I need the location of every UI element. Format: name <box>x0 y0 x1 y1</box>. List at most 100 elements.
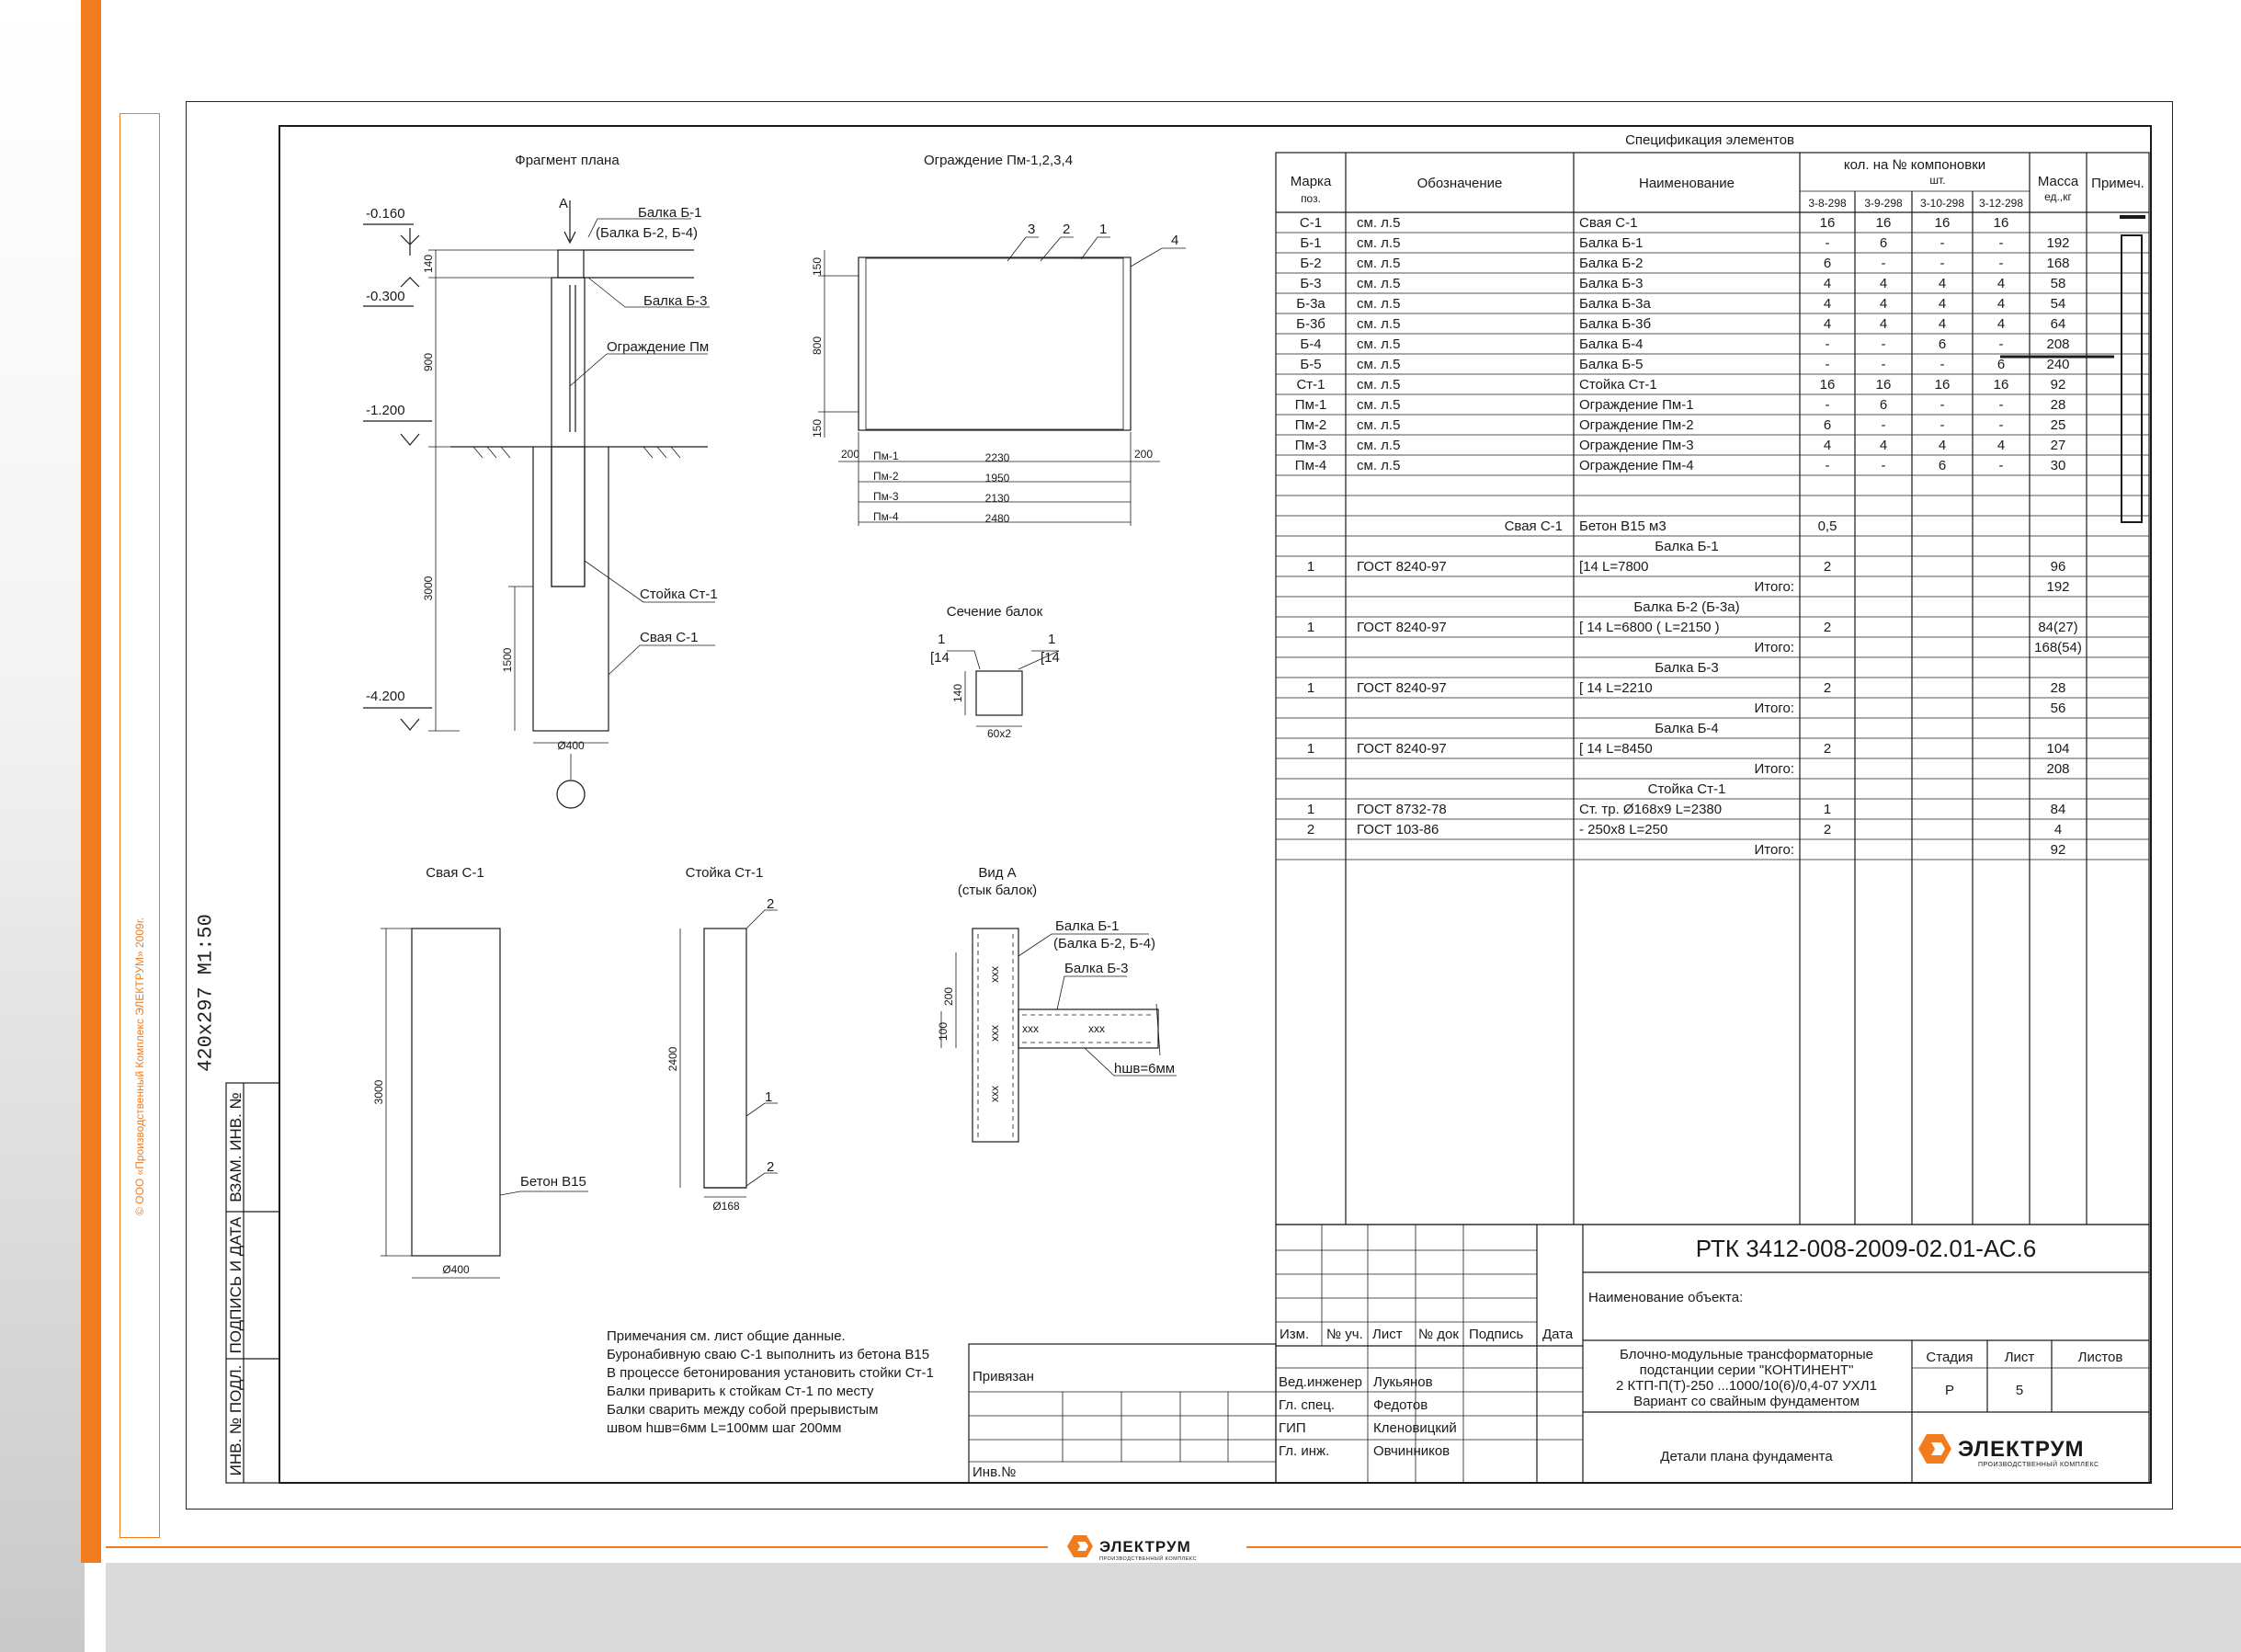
spec-cell: Б-3 <box>1300 276 1321 291</box>
view-a-label: Балка Б-1 <box>1055 918 1120 934</box>
drawing-sheet-border <box>186 101 2173 1510</box>
spec-cell: - <box>1882 336 1886 352</box>
spec-cell: 208 <box>2046 761 2069 777</box>
view-a-dim: 200 <box>942 987 955 1006</box>
spec-cell: Пм-1 <box>1295 397 1326 413</box>
level-label: -1.200 <box>366 403 405 418</box>
footer-logo-name: ЭЛЕКТРУМ <box>1099 1538 1191 1555</box>
spec-cell: Балка Б-3 <box>1655 660 1719 676</box>
spec-cell: Балка Б-4 <box>1579 336 1644 352</box>
person-role: ГИП <box>1279 1420 1306 1436</box>
spec-row: Балка Б-2 (Б-3а) <box>1276 599 2149 618</box>
spec-cell: 6 <box>1824 417 1831 433</box>
spec-cell: см. л.5 <box>1357 336 1400 352</box>
spec-cell: 25 <box>2051 417 2066 433</box>
section-height: 140 <box>951 684 964 702</box>
revision-col: Подпись <box>1469 1327 1524 1342</box>
pile-view: Свая С-1 3000 Ø400 Бетон В15 <box>372 865 588 1279</box>
spec-cell: - <box>1999 417 2004 433</box>
fence-dim: 800 <box>811 336 824 355</box>
spec-cell: 4 <box>1880 296 1887 312</box>
spec-cell: Пм-2 <box>1295 417 1326 433</box>
spec-cell: Б-3а <box>1296 296 1325 312</box>
person-name: Овчинников <box>1373 1443 1450 1459</box>
spec-cell: Балка Б-3 <box>1579 276 1644 291</box>
spec-cell: см. л.5 <box>1357 235 1400 251</box>
project-line: Вариант со свайным фундаментом <box>1633 1394 1860 1409</box>
spec-cell: 6 <box>1880 397 1887 413</box>
spec-cell: 92 <box>2051 842 2066 858</box>
spec-cell: ГОСТ 8240-97 <box>1357 741 1447 757</box>
spec-cell: 168 <box>2046 256 2069 271</box>
person-role: Гл. инж. <box>1279 1443 1329 1459</box>
spec-cell: 1 <box>1824 802 1831 817</box>
spec-row: Итого:168(54) <box>1276 640 2149 658</box>
spec-cell: см. л.5 <box>1357 256 1400 271</box>
spec-cell: см. л.5 <box>1357 417 1400 433</box>
spec-cell: - <box>1826 235 1830 251</box>
tied-block: Привязан Инв.№ <box>968 1343 1277 1484</box>
weld-mark: xxx <box>1088 1022 1105 1035</box>
fence-callout: 1 <box>1099 222 1107 237</box>
side-stamp-inv-podl: ИНВ. № ПОДЛ. <box>227 1365 245 1476</box>
spec-cell: 96 <box>2051 559 2066 575</box>
spec-cell: 240 <box>2046 357 2069 372</box>
post-callout: 1 <box>765 1089 772 1105</box>
spec-cell: 2 <box>1824 680 1831 696</box>
fence-row-length: 2480 <box>985 512 1010 525</box>
revision-col: Дата <box>1542 1327 1574 1342</box>
callout-label: Свая С-1 <box>640 630 698 645</box>
fence-row-length: 1950 <box>985 472 1010 484</box>
spec-cell: Ст. тр. Ø168x9 L=2380 <box>1579 802 1722 817</box>
spec-row: Балка Б-3 <box>1276 660 2149 678</box>
fence-callout: 2 <box>1063 222 1070 237</box>
spec-cell: 28 <box>2051 397 2066 413</box>
spec-cell: Итого: <box>1755 701 1794 716</box>
fence-row-name: Пм-4 <box>873 510 899 523</box>
copyright-strip <box>119 113 160 1538</box>
spec-cell: Свая С-1 <box>1505 518 1563 534</box>
spec-cell: - <box>1999 256 2004 271</box>
footer-logo: ЭЛЕКТРУМ ПРОИЗВОДСТВЕННЫЙ КОМПЛЕКС <box>1067 1535 1197 1562</box>
callout-label: (Балка Б-2, Б-4) <box>596 225 698 241</box>
spec-cell: Ограждение Пм-4 <box>1579 458 1694 473</box>
spec-cell: - <box>1940 357 1945 372</box>
revision-grid <box>1276 1225 1584 1483</box>
spec-cell: 0,5 <box>1818 518 1837 534</box>
spec-cell: [14 L=7800 <box>1579 559 1649 575</box>
spec-cell: 28 <box>2051 680 2066 696</box>
spec-header-layout: 3-8-298 <box>1808 197 1847 210</box>
spec-cell: см. л.5 <box>1357 458 1400 473</box>
spec-cell: см. л.5 <box>1357 276 1400 291</box>
fence-row-length: 2230 <box>985 451 1010 464</box>
stage-value: Р <box>1945 1383 1954 1398</box>
spec-header-mark-sub: поз. <box>1301 192 1321 205</box>
spec-cell: 4 <box>1880 276 1887 291</box>
spec-cell: Балка Б-4 <box>1655 721 1719 736</box>
spec-row: Балка Б-1 <box>1276 539 2149 557</box>
weld-mark: xxx <box>988 1086 1001 1102</box>
fence-title: Ограждение Пм-1,2,3,4 <box>924 153 1073 168</box>
sheets-label: Листов <box>2078 1350 2123 1365</box>
footer-rule-right <box>1246 1546 2241 1548</box>
spec-cell: 4 <box>1997 276 2005 291</box>
spec-cell: Балка Б-2 (Б-3а) <box>1633 599 1739 615</box>
spec-cell: ГОСТ 8240-97 <box>1357 620 1447 635</box>
spec-cell: 4 <box>1880 438 1887 453</box>
spec-header-name: Наименование <box>1639 176 1735 191</box>
spec-cell: - <box>1999 235 2004 251</box>
spec-cell: см. л.5 <box>1357 438 1400 453</box>
fence-callout: 4 <box>1171 233 1178 248</box>
person-role: Гл. спец. <box>1279 1397 1335 1413</box>
spec-cell: ГОСТ 103-86 <box>1357 822 1439 837</box>
